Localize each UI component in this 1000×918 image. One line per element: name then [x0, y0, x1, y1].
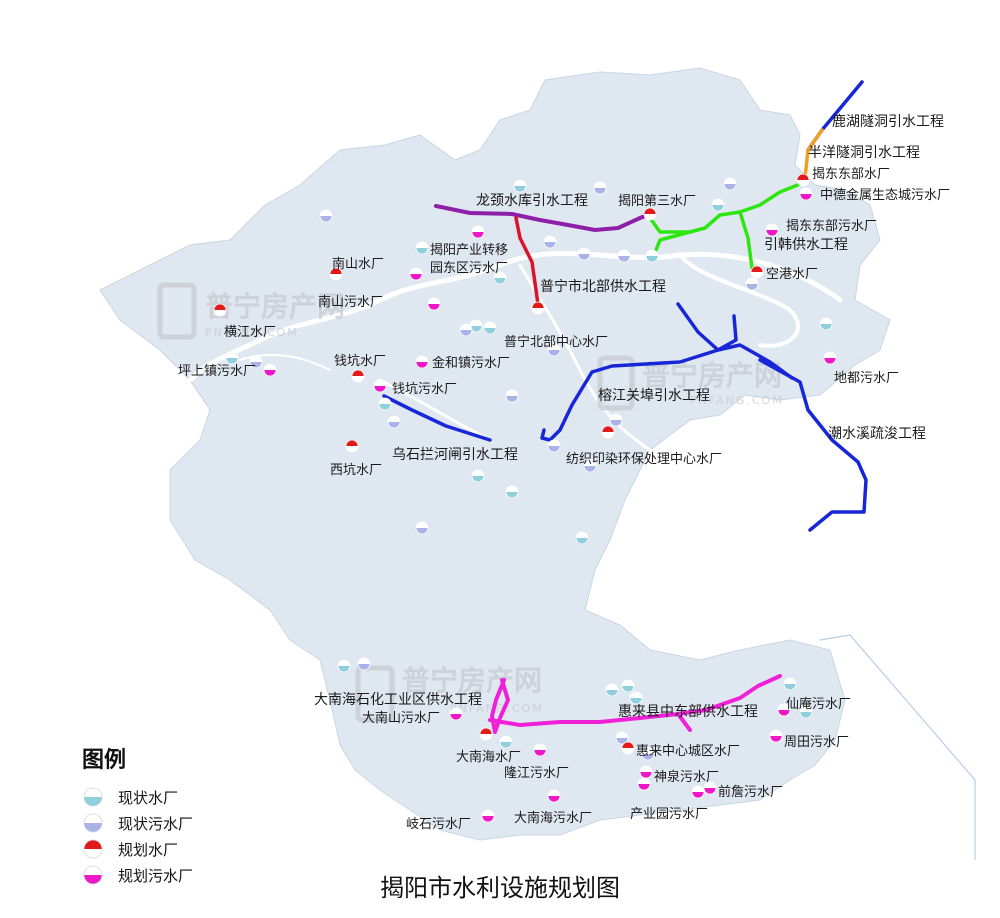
legend-item-existing-sewage: 现状污水厂: [82, 810, 252, 836]
project-line-chaoshuixi: [758, 358, 868, 532]
svg-text:PNFANG.COM: PNFANG.COM: [690, 394, 784, 407]
label-project-chaoshuixi: 潮水溪疏浚工程: [828, 426, 926, 442]
label-project-rongjiang: 榕江关埠引水工程: [598, 387, 710, 404]
label-jieyang3: 揭阳第三水厂: [618, 194, 696, 209]
sea-boundary: [819, 634, 976, 860]
label-project-puning-north: 普宁市北部供水工程: [540, 278, 666, 295]
label-qianzhan: 前詹污水厂: [718, 784, 783, 800]
label-qiankeng-water: 钱坑水厂: [334, 354, 386, 369]
label-pingshang: 坪上镇污水厂: [178, 364, 256, 379]
label-project-banyang: 半洋隧洞引水工程: [808, 145, 920, 161]
label-longjiang: 隆江污水厂: [504, 766, 569, 781]
legend-item-existing-water: 现状水厂: [82, 784, 252, 810]
project-line-wushilan: [382, 394, 492, 442]
label-puning-north-center: 普宁北部中心水厂: [504, 334, 608, 350]
label-shenquan: 神泉污水厂: [654, 769, 719, 785]
svg-text:普宁房产网: 普宁房产网: [205, 290, 345, 323]
legend-label: 规划污水厂: [118, 866, 194, 885]
label-project-huilai-east: 惠来县中东部供水工程: [618, 704, 758, 720]
facility-symbols: [213, 173, 837, 823]
label-huilai-center: 惠来中心城区水厂: [636, 744, 740, 759]
legend-label: 现状水厂: [118, 788, 179, 807]
label-project-wushilan: 乌石拦河闸引水工程: [392, 447, 518, 463]
label-konggang: 空港水厂: [766, 267, 818, 282]
label-jiedong-sewage: 揭东东部污水厂: [786, 219, 877, 234]
label-industry-park-1: 揭阳产业转移: [430, 243, 508, 258]
label-danan-hai-sewage: 大南海污水厂: [514, 810, 592, 826]
svg-text:PNFANG.COM: PNFANG.COM: [205, 326, 299, 339]
legend: 图例 现状水厂 现状污水厂 规划水厂 规划污水厂: [82, 742, 252, 888]
land-area: [99, 67, 891, 841]
label-xian-an: 仙庵污水厂: [786, 696, 851, 712]
label-nanshan-sewage: 南山污水厂: [318, 294, 383, 310]
label-project-danan-petro: 大南海石化工业区供水工程: [314, 692, 482, 708]
legend-label: 规划水厂: [118, 840, 179, 859]
map-title: 揭阳市水利设施规划图: [380, 874, 620, 902]
label-project-luhu: 鹿湖隧洞引水工程: [832, 113, 944, 130]
label-chanyeyuan: 产业园污水厂: [630, 807, 708, 822]
label-industry-park-2: 园东区污水厂: [430, 261, 508, 276]
planned-sewage-plant-icon: [83, 865, 103, 885]
label-project-yinhan: 引韩供水工程: [764, 237, 848, 253]
label-zhoutian: 周田污水厂: [784, 735, 849, 750]
project-line-danan-petro: [490, 678, 510, 734]
label-danan-shan: 大南山污水厂: [362, 710, 440, 726]
label-project-longjing: 龙颈水库引水工程: [476, 193, 588, 209]
project-line-banyang: [803, 128, 824, 180]
label-jiedong-north: 揭东东部水厂: [812, 167, 890, 182]
label-jinhe: 金和镇污水厂: [432, 355, 510, 371]
label-didu: 地都污水厂: [834, 371, 899, 386]
project-line-puning-north: [514, 216, 540, 306]
svg-text:普宁房产网: 普宁房产网: [402, 664, 542, 697]
label-danan-hai-water: 大南海水厂: [456, 749, 521, 765]
label-xikeng: 西坑水厂: [330, 463, 382, 478]
label-textile: 纺织印染环保处理中心水厂: [566, 452, 722, 467]
label-qishi: 岐石污水厂: [406, 817, 471, 832]
label-hengjiang: 横江水厂: [224, 325, 276, 340]
legend-label: 现状污水厂: [118, 814, 194, 833]
existing-sewage-plant-icon: [83, 813, 103, 833]
label-zhongde: 中德金属生态城污水厂: [820, 187, 950, 203]
legend-item-planned-water: 规划水厂: [82, 836, 252, 862]
legend-item-planned-sewage: 规划污水厂: [82, 862, 252, 888]
legend-title: 图例: [82, 748, 127, 773]
existing-water-plant-icon: [83, 787, 103, 807]
planned-water-plant-icon: [83, 839, 103, 859]
watermark-1: 普宁房产网 PNFANG.COM: [157, 282, 345, 340]
label-nanshan-water: 南山水厂: [332, 256, 384, 272]
label-qiankeng-sewage: 钱坑污水厂: [392, 382, 457, 397]
project-line-huilai-east: [488, 674, 782, 732]
project-line-longjing: [434, 204, 652, 232]
